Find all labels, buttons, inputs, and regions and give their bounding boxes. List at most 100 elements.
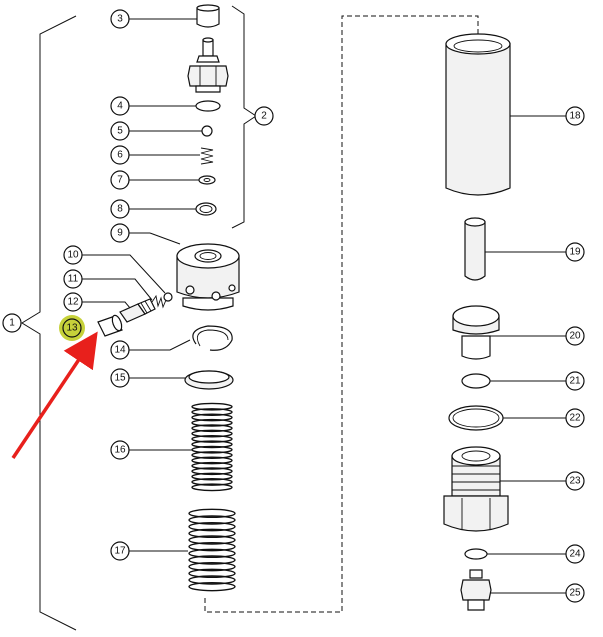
spring-coil xyxy=(188,515,236,525)
callout-17: 17 xyxy=(110,541,130,561)
dashed-assembly-line xyxy=(204,15,479,613)
svg-text:2: 2 xyxy=(261,111,267,122)
spring-coil xyxy=(191,402,233,411)
callout-15: 15 xyxy=(110,368,130,388)
callout-16: 16 xyxy=(110,440,130,460)
callout-25: 25 xyxy=(565,583,585,603)
spring-coil xyxy=(188,561,236,572)
bracket-1 xyxy=(21,15,77,631)
bracket-2 xyxy=(231,5,257,229)
svg-text:19: 19 xyxy=(569,247,581,258)
callout-13: 13 xyxy=(62,318,82,338)
spring-coil xyxy=(191,478,233,486)
spring-coil xyxy=(188,528,236,539)
part-4-o-ring xyxy=(195,100,221,112)
part-8-ring xyxy=(195,202,217,216)
spring-coil xyxy=(191,472,233,481)
callout-1: 1 xyxy=(2,313,22,333)
callout-7: 7 xyxy=(110,170,130,190)
spring-coil xyxy=(191,467,233,476)
callout-12: 12 xyxy=(63,292,83,312)
svg-text:23: 23 xyxy=(569,476,581,487)
callout-9: 9 xyxy=(110,223,130,243)
part-10-ball xyxy=(163,292,173,302)
spring-coil xyxy=(191,440,233,449)
part-5-ball xyxy=(201,125,213,137)
svg-text:22: 22 xyxy=(569,413,581,424)
svg-text:5: 5 xyxy=(117,126,123,137)
spring-coil xyxy=(191,435,233,443)
svg-text:12: 12 xyxy=(67,297,79,308)
part-16-spring xyxy=(191,402,233,492)
part-13-cap xyxy=(97,314,123,337)
part-21-ring xyxy=(461,373,491,389)
part-20-piston xyxy=(452,305,500,360)
part-7-washer xyxy=(198,175,216,185)
callout-22: 22 xyxy=(565,408,585,428)
spring-coil xyxy=(188,581,236,592)
callout-18: 18 xyxy=(565,106,585,126)
part-17-spring xyxy=(188,508,236,592)
callouts: 1 2 3 4 5 6 7 8 9 10 11 12 13 14 15 16 1… xyxy=(2,9,585,603)
spring-coil xyxy=(188,521,236,532)
spring-coil xyxy=(191,424,233,433)
svg-text:13: 13 xyxy=(66,323,78,334)
callout-24: 24 xyxy=(565,544,585,564)
svg-text:8: 8 xyxy=(117,204,123,215)
svg-text:11: 11 xyxy=(68,274,79,285)
callout-8: 8 xyxy=(110,199,130,219)
svg-text:14: 14 xyxy=(114,345,126,356)
part-19-pin xyxy=(464,217,486,281)
red-arrow-icon xyxy=(11,331,98,459)
svg-text:20: 20 xyxy=(569,331,581,342)
callout-14: 14 xyxy=(110,340,130,360)
part-12-screw-plug xyxy=(119,298,156,323)
spring-coil xyxy=(191,413,233,422)
part-11-spring xyxy=(151,294,167,309)
callout-2: 2 xyxy=(254,106,274,126)
spring-coil xyxy=(191,483,233,492)
spring-coil xyxy=(191,456,233,465)
svg-text:17: 17 xyxy=(114,546,126,557)
callout-4: 4 xyxy=(110,96,130,116)
svg-text:15: 15 xyxy=(114,373,126,384)
part-23-threaded-nut xyxy=(443,446,509,532)
part-nipple-fitting xyxy=(187,37,229,93)
svg-text:9: 9 xyxy=(117,228,123,239)
svg-text:6: 6 xyxy=(117,150,123,161)
spring-coil xyxy=(188,508,236,519)
svg-text:25: 25 xyxy=(569,588,581,599)
svg-text:3: 3 xyxy=(117,14,123,25)
spring-coil xyxy=(191,461,233,470)
part-14-circlip xyxy=(192,325,233,351)
callout-20: 20 xyxy=(565,326,585,346)
part-25-nipple xyxy=(460,569,492,611)
spring-coil xyxy=(188,568,236,579)
leader-lines xyxy=(82,18,566,594)
callout-5: 5 xyxy=(110,121,130,141)
spring-coil xyxy=(191,408,233,416)
spring-coil xyxy=(191,429,233,438)
part-24-ring xyxy=(464,548,488,560)
callout-3: 3 xyxy=(110,9,130,29)
svg-text:18: 18 xyxy=(569,111,581,122)
spring-coil xyxy=(191,418,233,427)
spring-coil xyxy=(188,555,236,565)
spring-coil xyxy=(191,451,233,459)
part-18-sleeve xyxy=(445,33,511,196)
callout-21: 21 xyxy=(565,371,585,391)
svg-text:21: 21 xyxy=(569,376,581,387)
svg-text:4: 4 xyxy=(117,101,123,112)
spring-coil xyxy=(188,575,236,585)
part-3-cap xyxy=(196,4,220,28)
callout-11: 11 xyxy=(63,269,83,289)
svg-text:7: 7 xyxy=(117,175,123,186)
callout-19: 19 xyxy=(565,242,585,262)
part-22-o-ring xyxy=(448,405,504,431)
part-6-spring xyxy=(200,147,214,165)
callout-23: 23 xyxy=(565,471,585,491)
svg-text:24: 24 xyxy=(569,549,581,560)
svg-text:1: 1 xyxy=(9,318,15,329)
part-15-ring xyxy=(184,370,234,390)
